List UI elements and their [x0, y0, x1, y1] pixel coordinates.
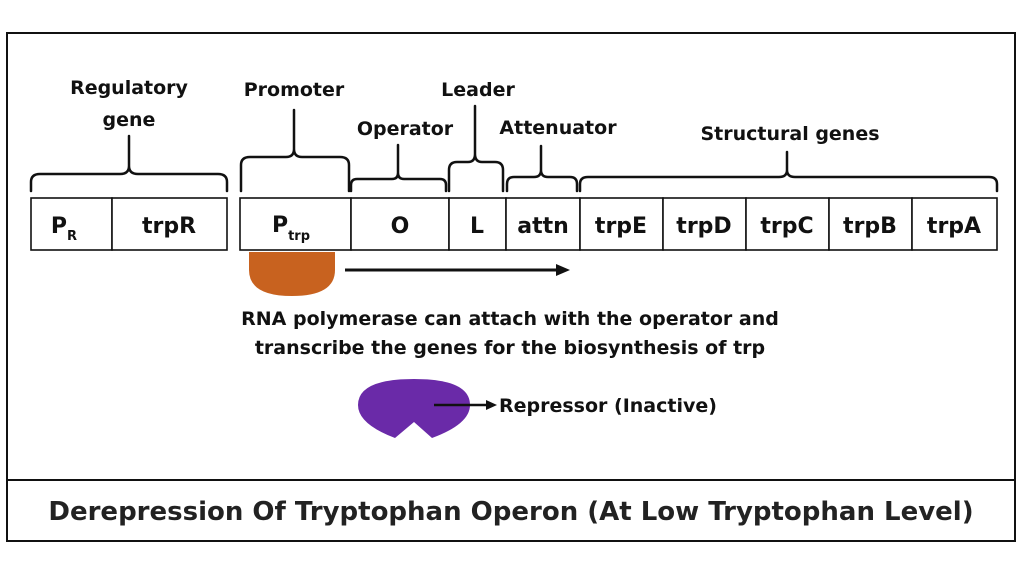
brace-structural-genes — [578, 150, 999, 193]
gene-label-trpB: trpB — [843, 214, 897, 239]
gene-label-trpD: trpD — [676, 214, 731, 239]
transcription-arrow-head — [556, 264, 570, 276]
gene-label-trpR: trpR — [142, 214, 196, 239]
brace-leader — [447, 104, 505, 193]
repressor-arrow-head — [486, 400, 497, 410]
gene-box-trpE — [579, 197, 664, 251]
brace-promoter — [239, 108, 351, 193]
gene-box-trpR — [111, 197, 228, 251]
gene-label-leader: L — [470, 214, 484, 239]
gene-label-attn: attn — [517, 214, 569, 239]
gene-box-attn — [505, 197, 581, 251]
gene-box-trpB — [828, 197, 913, 251]
brace-attenuator — [505, 144, 579, 193]
label-attenuator: Attenuator — [499, 117, 617, 139]
label-leader: Leader — [441, 79, 515, 101]
gene-box-trpA — [911, 197, 998, 251]
gene-box-operator — [350, 197, 450, 251]
label-regulatory-gene-line1: Regulatory — [70, 77, 188, 99]
note-rna-polymerase-line1: RNA polymerase can attach with the opera… — [241, 308, 779, 330]
brace-regulatory-gene — [29, 134, 229, 193]
repressor-shape — [358, 379, 470, 438]
label-structural-genes: Structural genes — [700, 123, 879, 145]
gene-label-ptrp: Ptrp — [272, 213, 310, 244]
gene-box-pr — [30, 197, 113, 251]
gene-label-pr: PR — [51, 214, 77, 244]
rna-polymerase-shape — [249, 252, 335, 296]
note-repressor: Repressor (Inactive) — [499, 395, 717, 417]
label-regulatory-gene-line2: gene — [103, 109, 156, 131]
caption-divider — [6, 479, 1016, 481]
diagram-frame — [6, 32, 1016, 542]
note-rna-polymerase-line2: transcribe the genes for the biosynthesi… — [255, 337, 765, 359]
gene-box-ptrp — [239, 197, 352, 251]
gene-label-operator: O — [391, 214, 410, 239]
gene-box-trpD — [662, 197, 747, 251]
gene-label-trpC: trpC — [760, 214, 813, 239]
label-operator: Operator — [357, 118, 454, 140]
gene-label-trpE: trpE — [595, 214, 647, 239]
brace-operator — [349, 143, 448, 193]
diagram-caption: Derepression Of Tryptophan Operon (At Lo… — [48, 497, 974, 527]
gene-label-trpA: trpA — [927, 214, 981, 239]
label-promoter: Promoter — [244, 79, 345, 101]
